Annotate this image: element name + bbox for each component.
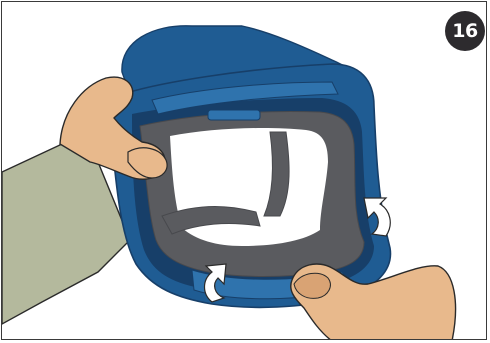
liner-inner-void [170,128,328,246]
helmet-assembly-illustration [2,2,487,340]
step-number-badge: 16 [445,11,485,51]
visor-clip [208,110,260,120]
left-sleeve [2,144,130,324]
